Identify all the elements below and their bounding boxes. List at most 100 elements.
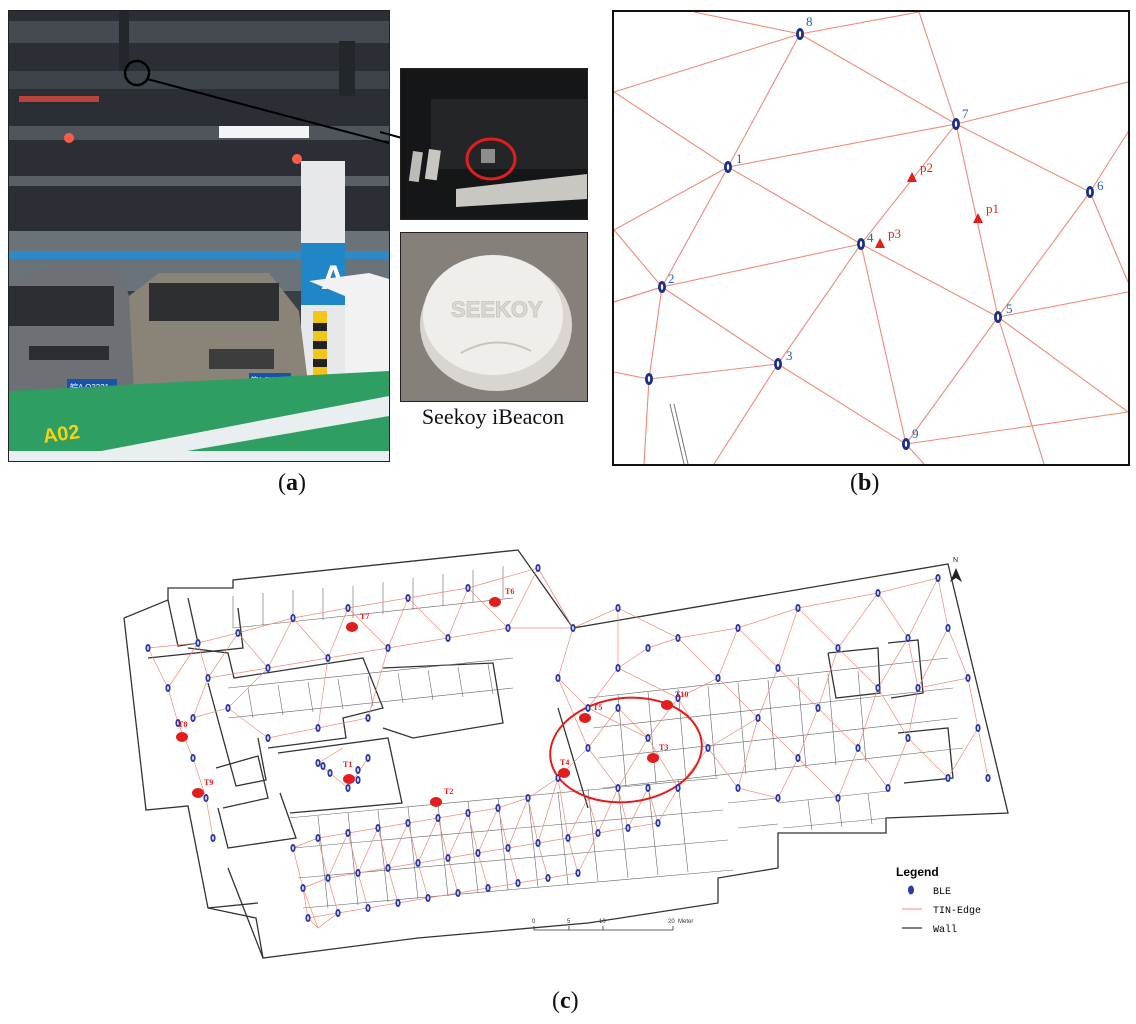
- ble-node-core: [757, 716, 759, 720]
- beacon-location-marker: [123, 59, 151, 87]
- ble-node-core: [207, 676, 209, 680]
- test-point-label: p2: [920, 160, 933, 175]
- panel-c-label: (c): [552, 988, 579, 1014]
- target-point: [661, 700, 673, 710]
- target-point: [579, 713, 591, 723]
- ble-node-core: [292, 616, 294, 620]
- ble-node-core: [292, 846, 294, 850]
- parking-garage-photo: A 皖A Q3221 皖A SK370 A02: [8, 10, 390, 462]
- bluetooth-icon: [954, 121, 958, 127]
- ble-node-label: 3: [786, 348, 793, 363]
- ble-node-core: [587, 746, 589, 750]
- bluetooth-icon: [904, 441, 908, 447]
- ble-node-core: [327, 656, 329, 660]
- ble-node-core: [677, 786, 679, 790]
- target-point: [489, 597, 501, 607]
- ble-node-core: [327, 876, 329, 880]
- ble-node-core: [192, 756, 194, 760]
- ble-node-core: [777, 796, 779, 800]
- panel-b-letter: b: [858, 470, 872, 496]
- ble-node-core: [587, 706, 589, 710]
- legend-title: Legend: [896, 865, 939, 879]
- ble-node-core: [347, 606, 349, 610]
- ble-node-label: 6: [1097, 178, 1104, 193]
- north-label: N: [953, 557, 958, 564]
- ble-nodes: [145, 564, 991, 922]
- test-point-marker: [907, 172, 917, 182]
- ble-node-core: [367, 906, 369, 910]
- ble-node-core: [329, 771, 331, 775]
- ble-node-core: [367, 756, 369, 760]
- ble-node-core: [967, 676, 969, 680]
- ble-node-core: [817, 706, 819, 710]
- ble-node-core: [907, 736, 909, 740]
- callout-line-extension: [380, 131, 403, 139]
- ble-node-core: [537, 841, 539, 845]
- ble-node-core: [877, 686, 879, 690]
- ble-node-core: [212, 836, 214, 840]
- bluetooth-icon: [1088, 189, 1092, 195]
- ble-node-core: [947, 776, 949, 780]
- test-point-label: p1: [986, 201, 999, 216]
- target-point: [430, 797, 442, 807]
- scale-tick-0: 0: [532, 919, 536, 925]
- bluetooth-icon: [726, 164, 730, 170]
- ble-node-core: [337, 911, 339, 915]
- ble-node-core: [267, 736, 269, 740]
- bluetooth-icon: [660, 284, 664, 290]
- target-label: T7: [360, 612, 369, 621]
- north-arrow: N: [950, 557, 962, 582]
- scale-unit: Meter: [678, 919, 693, 925]
- target-label: T9: [204, 778, 213, 787]
- target-label: T6: [505, 587, 514, 596]
- legend-ble-icon: [908, 885, 914, 895]
- ble-node-core: [367, 716, 369, 720]
- ble-node-core: [647, 646, 649, 650]
- ble-node-core: [917, 686, 919, 690]
- ble-node-label: 1: [736, 151, 743, 166]
- ble-node-core: [507, 846, 509, 850]
- ble-node-core: [677, 696, 679, 700]
- ble-node-core: [557, 676, 559, 680]
- target-point: [176, 732, 188, 742]
- ble-node-core: [427, 896, 429, 900]
- ble-node-core: [977, 726, 979, 730]
- ble-node-core: [387, 866, 389, 870]
- ble-node-core: [657, 821, 659, 825]
- panel-c-letter: c: [560, 988, 571, 1014]
- ble-node-label: 7: [962, 106, 969, 121]
- target-label: T2: [444, 787, 453, 796]
- ble-node-core: [647, 786, 649, 790]
- ble-node-label: 2: [668, 271, 675, 286]
- target-point: [346, 622, 358, 632]
- scale-tick-5: 5: [567, 919, 571, 925]
- bluetooth-icon: [798, 31, 802, 37]
- ble-node-core: [397, 901, 399, 905]
- panel-a-letter: a: [286, 470, 298, 496]
- ble-node-core: [417, 861, 419, 865]
- ble-node-core: [407, 821, 409, 825]
- ble-node-core: [937, 576, 939, 580]
- ble-node-core: [777, 666, 779, 670]
- seekoy-ibeacon-photo: SEEKOY: [400, 232, 588, 402]
- ble-node-core: [497, 806, 499, 810]
- ble-node-core: [317, 761, 319, 765]
- ble-node-core: [557, 776, 559, 780]
- ble-node-core: [302, 886, 304, 890]
- ble-node-core: [597, 831, 599, 835]
- ble-node-core: [487, 886, 489, 890]
- ble-node-core: [617, 606, 619, 610]
- test-point-label: p3: [888, 226, 901, 241]
- ble-node-core: [347, 831, 349, 835]
- ble-node-core: [947, 626, 949, 630]
- ble-node-core: [647, 736, 649, 740]
- ble-node-core: [617, 706, 619, 710]
- target-point: [647, 753, 659, 763]
- ble-node-core: [527, 796, 529, 800]
- floor-plan-walls: [123, 549, 1009, 959]
- ble-node-core: [357, 778, 359, 782]
- ble-node-core: [447, 856, 449, 860]
- ble-node-core: [477, 851, 479, 855]
